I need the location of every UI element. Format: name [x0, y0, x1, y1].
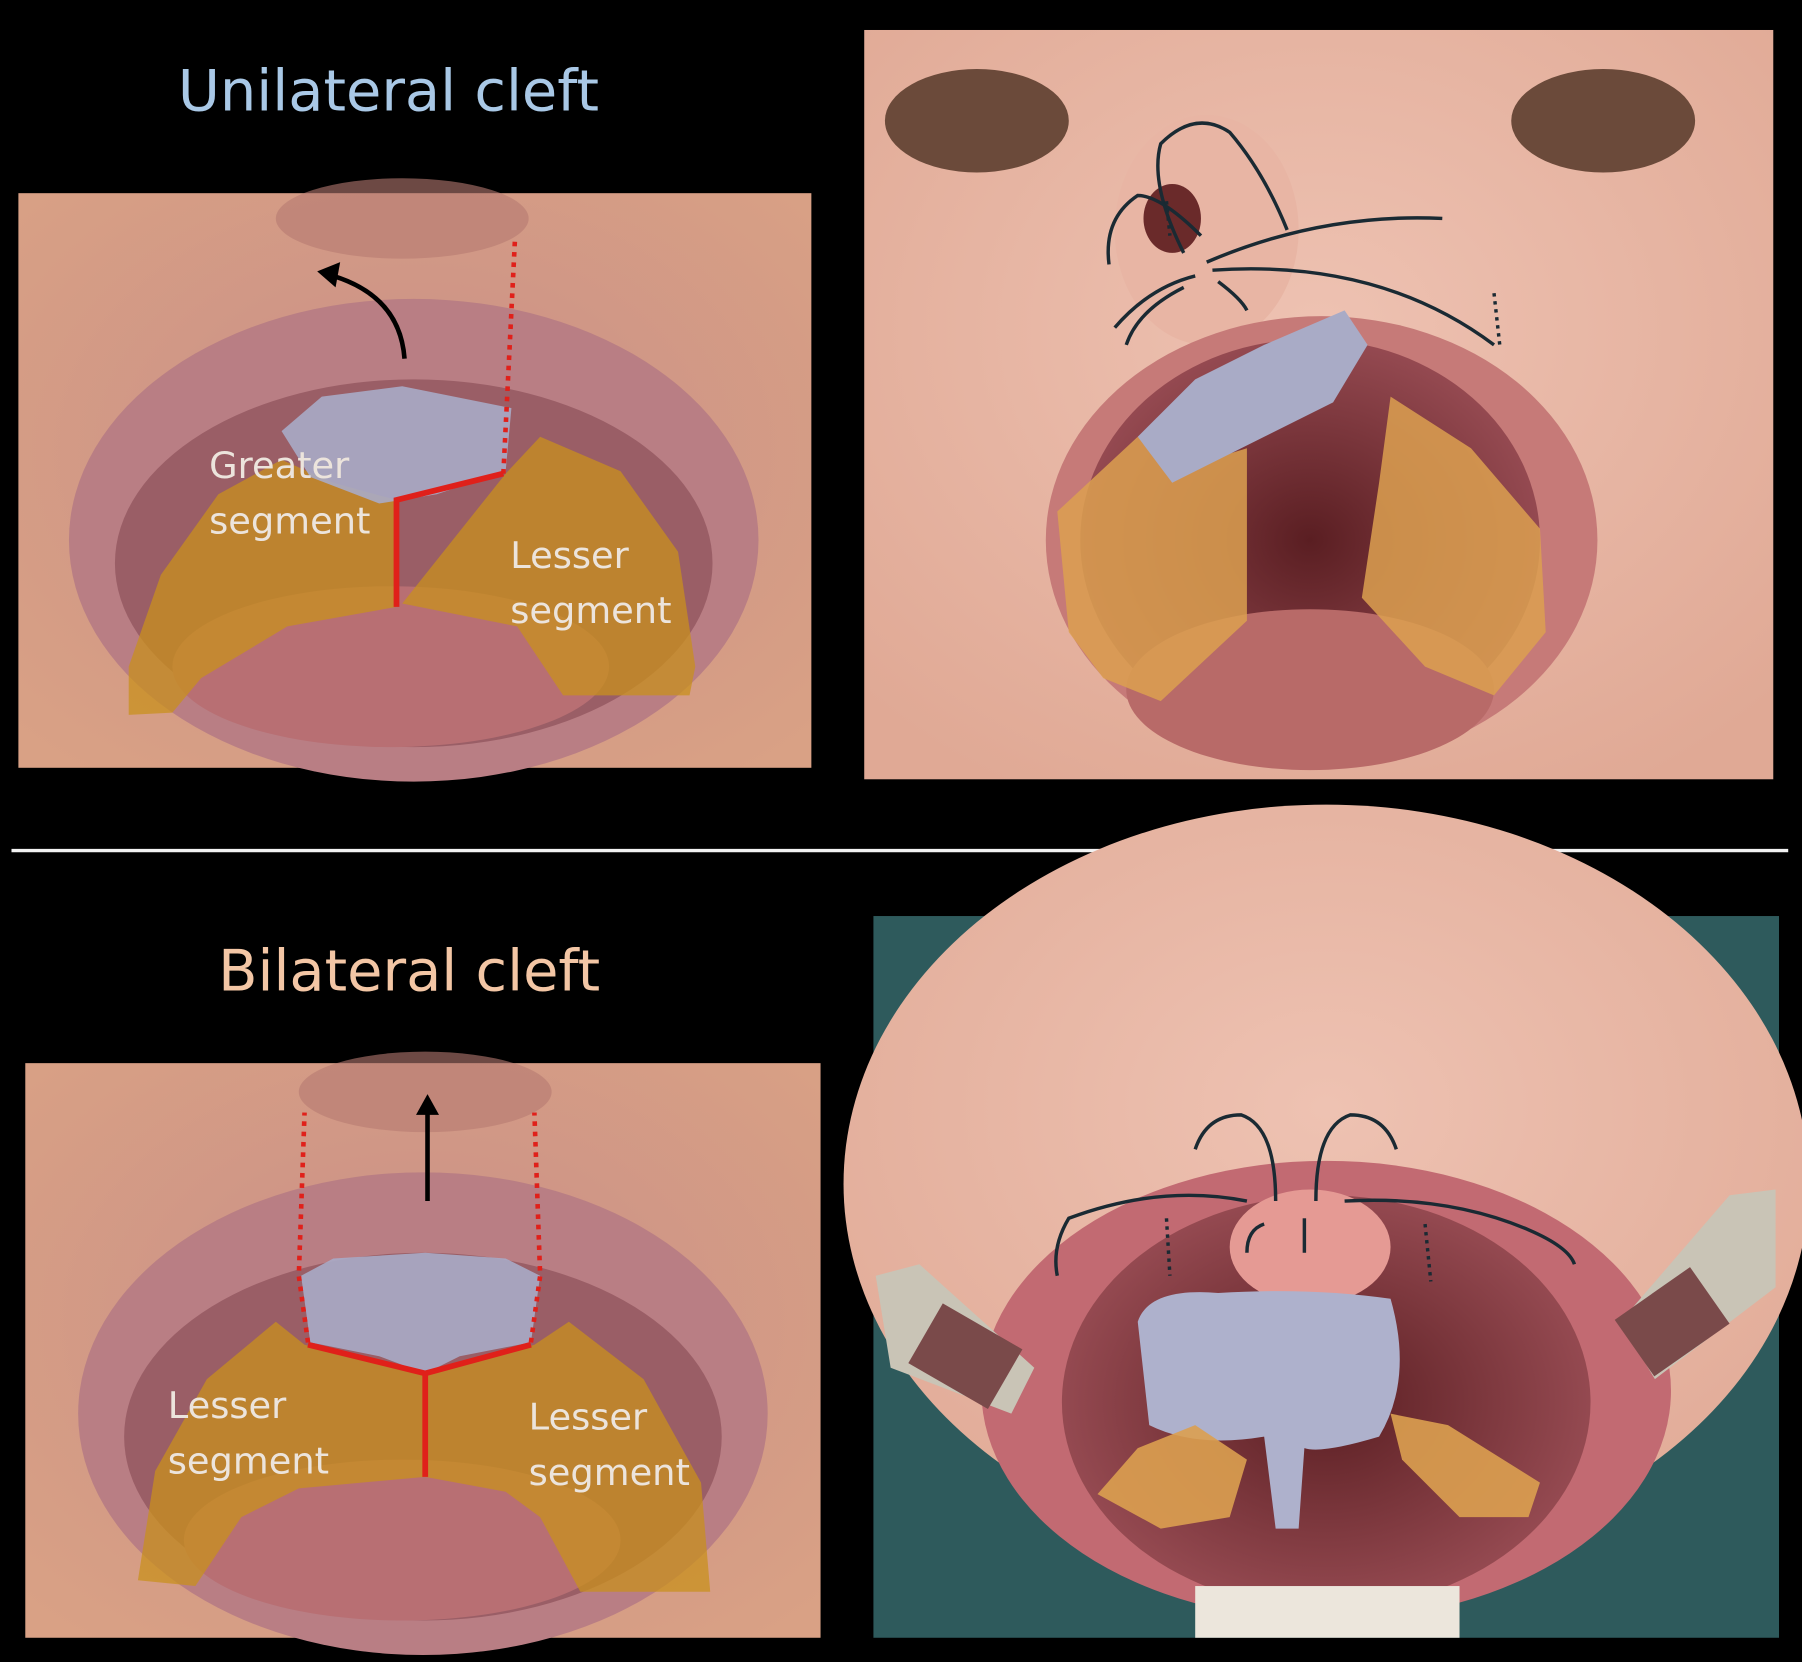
surgical-markings [1106, 121, 1502, 347]
premaxilla-overlay [281, 386, 512, 504]
gauze [1195, 1586, 1460, 1638]
bilateral-title: Bilateral cleft [218, 938, 600, 1005]
lesser-segment-overlay [402, 436, 696, 696]
lesser-segment-right-overlay [425, 1321, 711, 1592]
unilateral-diagram-photo: Greater segment Lesser segment [18, 178, 812, 782]
cleft-dotted-line-right [528, 1112, 543, 1343]
greater-segment-label-1: Greater [209, 444, 350, 487]
unilateral-title: Unilateral cleft [178, 57, 599, 124]
cleft-line [393, 470, 505, 607]
cleft-dotted-line [501, 241, 518, 474]
premaxilla [1137, 1291, 1400, 1529]
cheek-retractor-left [875, 1264, 1035, 1414]
premaxilla-overlay-bilateral [301, 1252, 541, 1374]
lesser-segment-label-2: segment [510, 589, 671, 632]
cleft-dotted-line-left [296, 1112, 311, 1343]
unilateral-clinical-photo [864, 29, 1774, 780]
rotation-arrow-icon [332, 273, 407, 359]
lesser-segment-right-label-1: Lesser [529, 1396, 648, 1439]
lesser-segment-right-label-2: segment [529, 1451, 690, 1494]
lesser-segment-left-label-2: segment [168, 1439, 329, 1482]
bilateral-clinical-photo [843, 804, 1802, 1638]
lesser-segment-left-label-1: Lesser [168, 1384, 287, 1427]
cheek-retractor-right [1614, 1189, 1776, 1380]
bilateral-diagram-photo: Lesser segment Lesser segment [25, 1051, 821, 1656]
greater-segment-label-2: segment [209, 499, 370, 542]
surgical-markings-bilateral [1054, 1113, 1577, 1282]
greater-segment-overlay [128, 459, 397, 715]
lesser-segment-label-1: Lesser [510, 534, 629, 577]
lesser-segment-left-overlay [137, 1321, 426, 1587]
